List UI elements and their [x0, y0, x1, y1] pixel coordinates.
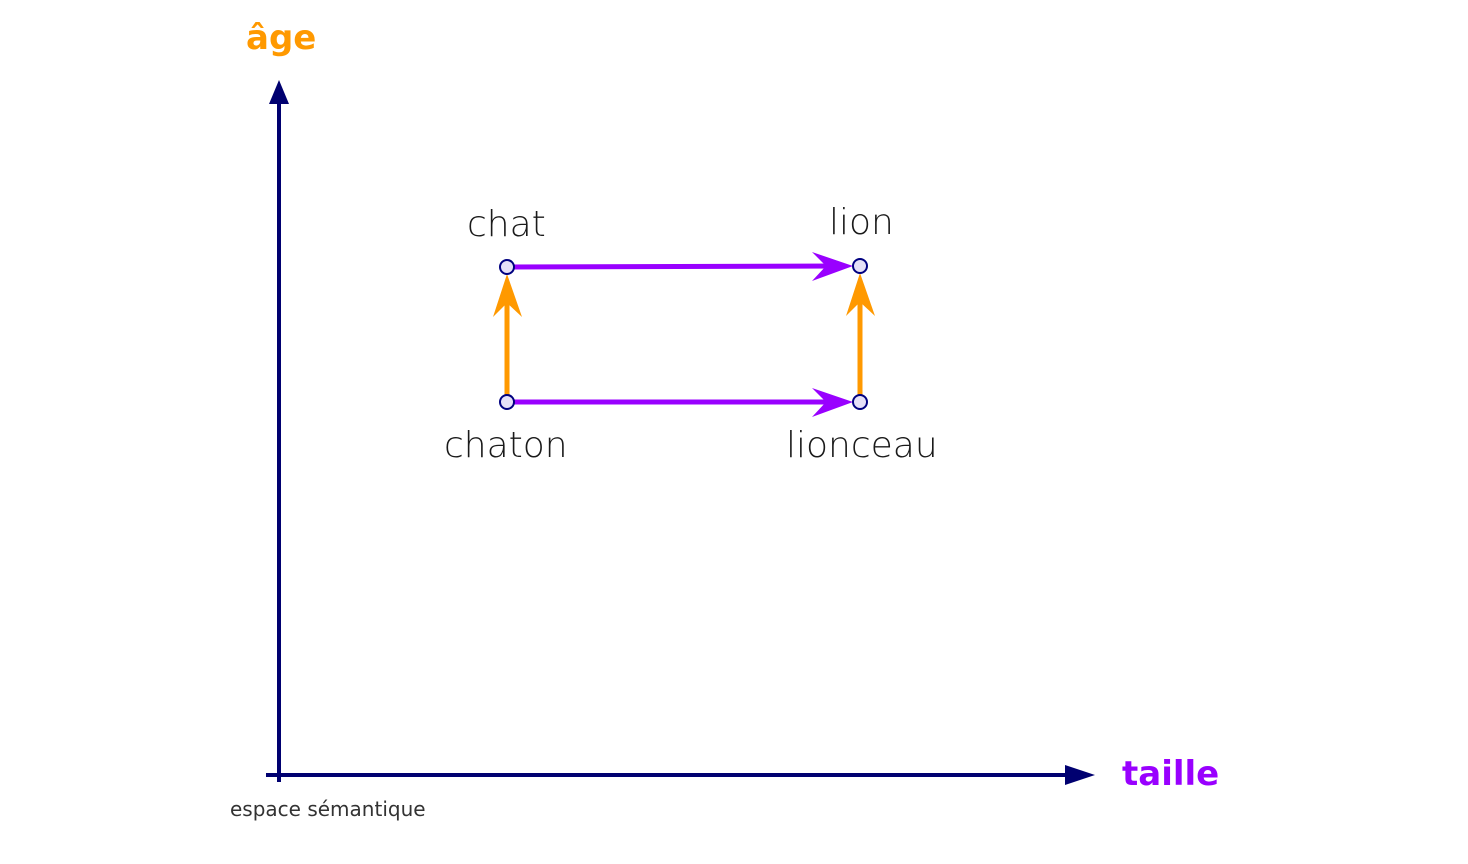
- point-label-chat: chat: [467, 204, 546, 245]
- point-lion: [852, 258, 868, 274]
- vector-chaton-to-chat: [493, 274, 522, 402]
- y-axis: [269, 80, 289, 782]
- vector-lionceau-to-lion: [846, 273, 875, 402]
- x-axis-label: taille: [1122, 754, 1220, 794]
- point-chaton: [499, 394, 515, 410]
- point-label-lion: lion: [829, 202, 894, 243]
- point-lionceau: [852, 394, 868, 410]
- vector-chat-to-lion: [506, 252, 853, 281]
- y-axis-label: âge: [246, 18, 317, 58]
- x-axis: [266, 765, 1095, 785]
- point-label-chaton: chaton: [444, 425, 568, 466]
- diagram-caption: espace sémantique: [230, 797, 426, 821]
- point-chat: [499, 259, 515, 275]
- y-axis-arrow-icon: [269, 80, 289, 104]
- x-axis-arrow-icon: [1065, 765, 1095, 785]
- point-label-lionceau: lionceau: [786, 425, 938, 466]
- vector-chaton-to-lionceau: [507, 388, 853, 417]
